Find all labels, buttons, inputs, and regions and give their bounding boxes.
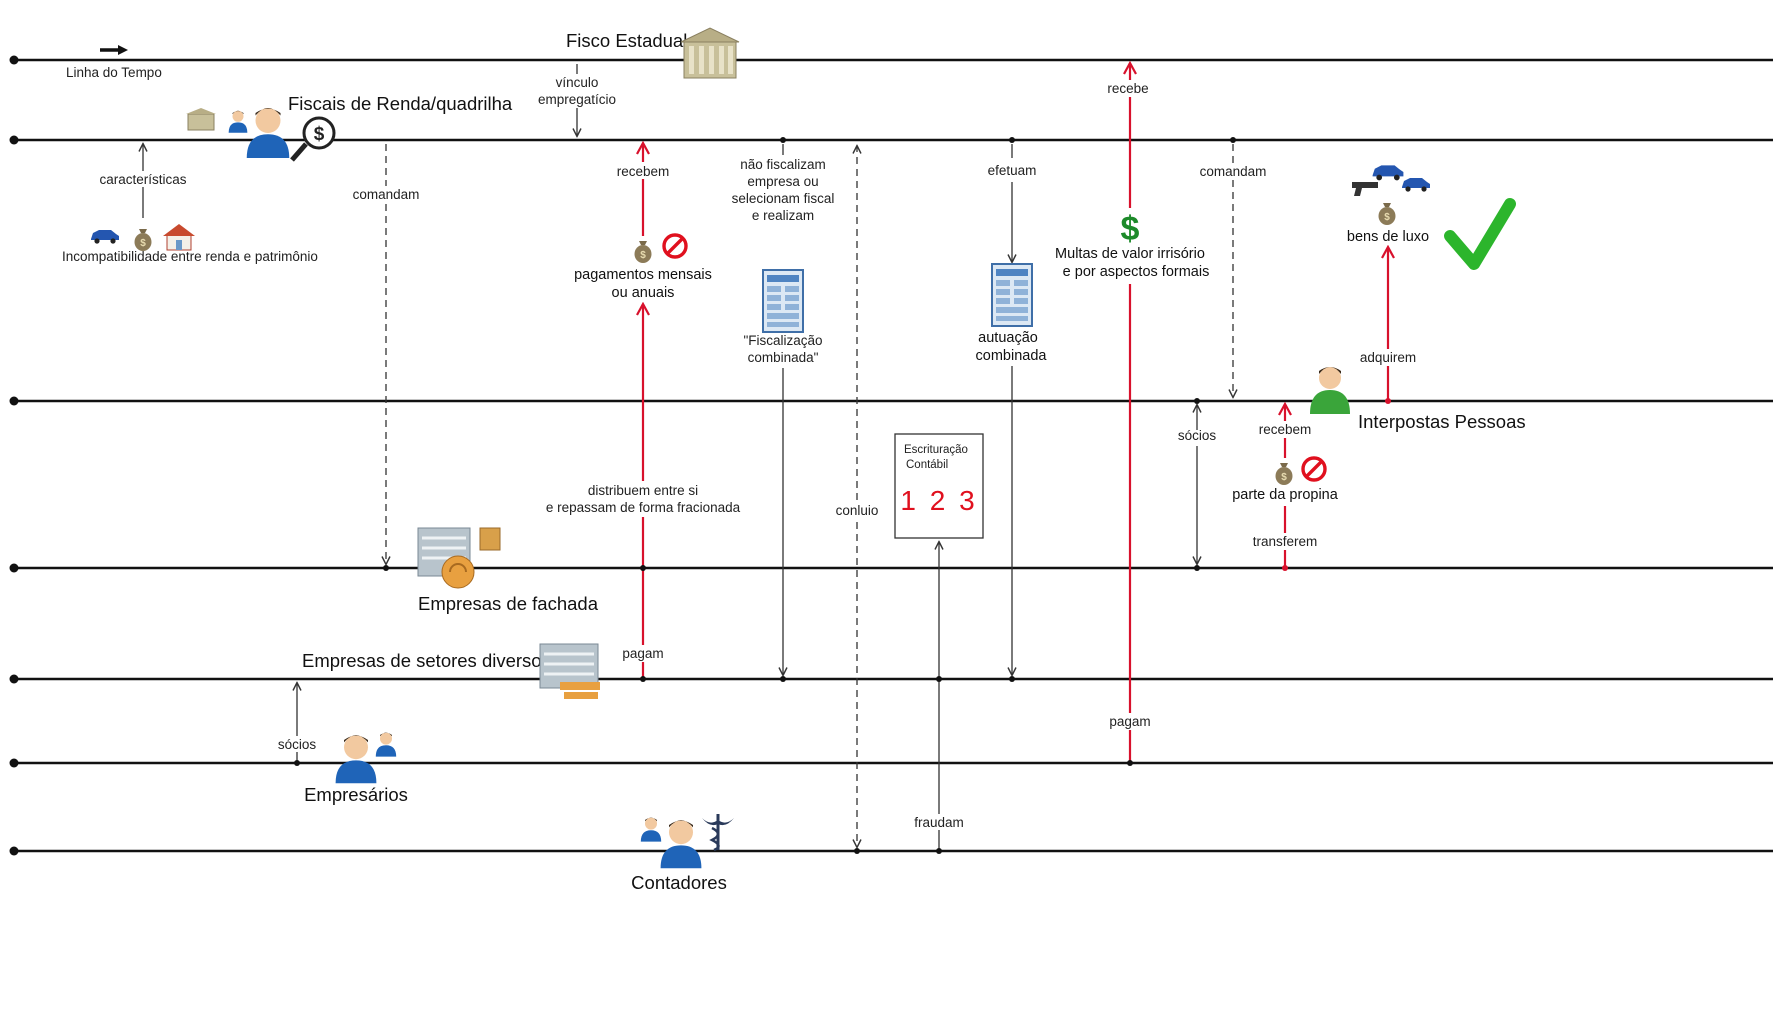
label-comandam-1: comandam <box>353 187 420 202</box>
caduceus-icon <box>702 814 734 852</box>
label-multas-1: Multas de valor irrisório <box>1055 246 1205 262</box>
label-autuacao-2: combinada <box>976 348 1048 364</box>
prohibited-icon <box>662 233 688 259</box>
label-recebem-1: recebem <box>617 164 670 179</box>
label-escrit-2: Contábil <box>906 459 948 471</box>
businessman-icon <box>335 735 377 784</box>
tax-assessment-document-icon <box>991 263 1033 327</box>
lane-title-fiscais: Fiscais de Renda/quadrilha <box>288 93 513 114</box>
label-escrit-1: Escrituração <box>904 444 968 456</box>
lane-title-contadores: Contadores <box>631 872 727 893</box>
money-bag-icon <box>134 229 152 251</box>
label-fisc-comb-1: "Fiscalização <box>743 333 822 348</box>
lane-title-diversos: Empresas de setores diversos <box>302 650 551 671</box>
shell-company-icon <box>417 527 501 589</box>
label-socios-1: sócios <box>1178 428 1217 443</box>
label-pagamentos-2: ou anuais <box>612 285 675 301</box>
checkmark-icon <box>1444 198 1516 270</box>
svg-text:$: $ <box>314 124 325 145</box>
interposed-person-icon <box>1310 367 1350 414</box>
label-socios-2: sócios <box>278 737 317 752</box>
magnifier-dollar-icon: $ <box>290 116 336 162</box>
companies-server-icon <box>539 643 600 699</box>
label-recebem-2: recebem <box>1259 422 1312 437</box>
fiscal-person-icon <box>246 108 290 158</box>
lane-title-interpostas: Interpostas Pessoas <box>1358 411 1526 432</box>
money-bag-icon <box>1275 463 1293 485</box>
label-vinculo-1: vínculo <box>556 75 599 90</box>
label-efetuam: efetuam <box>988 163 1037 178</box>
car-icon <box>91 230 119 244</box>
label-distribuem-2: e repassam de forma fracionada <box>546 500 741 515</box>
label-distribuem-1: distribuem entre si <box>588 483 698 498</box>
label-transferem: transferem <box>1253 534 1318 549</box>
label-vinculo-2: empregatício <box>538 92 616 107</box>
money-bag-icon <box>1378 203 1396 225</box>
label-naofisc-3: selecionam fiscal <box>732 191 835 206</box>
label-adquirem: adquirem <box>1360 350 1416 365</box>
house-icon <box>163 224 195 251</box>
label-pagam-2: pagam <box>1109 714 1150 729</box>
label-autuacao-1: autuação <box>978 330 1038 346</box>
government-building-icon <box>680 27 740 79</box>
label-incompatibilidade: Incompatibilidade entre renda e patrimôn… <box>62 249 318 264</box>
label-fraudam: fraudam <box>914 815 964 830</box>
small-building-icon <box>186 108 216 131</box>
label-pagam-1: pagam <box>622 646 663 661</box>
timeline-legend: Linha do Tempo <box>66 45 162 80</box>
label-escrit-numbers: 1 2 3 <box>900 485 977 516</box>
timeline-label: Linha do Tempo <box>66 65 162 80</box>
label-conluio: conluio <box>836 503 879 518</box>
prohibited-icon <box>1301 456 1327 482</box>
inspection-document-icon <box>762 269 804 333</box>
accountant-icon <box>660 820 702 869</box>
label-naofisc-1: não fiscalizam <box>740 157 826 172</box>
small-person-icon <box>228 110 248 133</box>
small-person-icon <box>640 817 662 842</box>
dollar-icon: $ <box>1121 210 1140 248</box>
luxury-car-icon <box>1372 165 1404 181</box>
luxury-car-icon <box>1402 178 1430 192</box>
label-propina: parte da propina <box>1232 487 1339 503</box>
label-multas-2: e por aspectos formais <box>1063 264 1210 280</box>
label-bens-luxo: bens de luxo <box>1347 229 1429 245</box>
label-pagamentos-1: pagamentos mensais <box>574 267 712 283</box>
lane-title-empresarios: Empresários <box>304 784 408 805</box>
label-caracteristicas: características <box>99 172 186 187</box>
label-naofisc-4: e realizam <box>752 208 814 223</box>
gun-icon <box>1352 182 1378 196</box>
lane-title-fisco: Fisco Estadual <box>566 30 687 51</box>
money-bag-icon <box>634 241 652 263</box>
label-recebe: recebe <box>1107 81 1148 96</box>
label-naofisc-2: empresa ou <box>747 174 818 189</box>
accounting-ledger-box: Escrituração Contábil 1 2 3 <box>894 433 984 539</box>
small-person-icon <box>375 732 397 757</box>
label-comandam-2: comandam <box>1200 164 1267 179</box>
lane-title-fachada: Empresas de fachada <box>418 593 599 614</box>
lanes <box>9 55 1773 856</box>
label-fisc-comb-2: combinada" <box>748 350 819 365</box>
